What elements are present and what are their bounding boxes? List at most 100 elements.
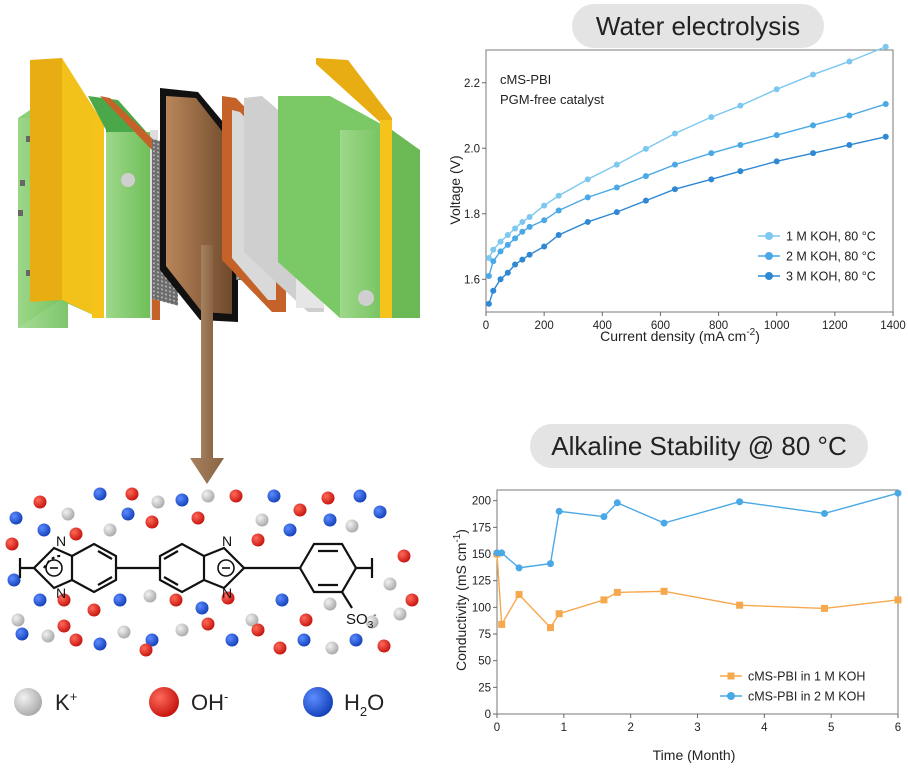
hydroxide-ion-icon xyxy=(5,537,19,551)
water-molecule-icon xyxy=(195,601,209,615)
data-point xyxy=(736,601,744,609)
data-point xyxy=(519,218,526,225)
data-point xyxy=(490,258,497,265)
hydroxide-ion-icon xyxy=(57,593,71,607)
data-point xyxy=(546,624,554,632)
data-point xyxy=(882,43,889,50)
data-point xyxy=(671,130,678,137)
hydroxide-ion-icon xyxy=(405,593,419,607)
hydroxide-ion-icon xyxy=(299,613,313,627)
legend-swatch xyxy=(765,252,773,260)
potassium-ion-icon xyxy=(61,507,75,521)
data-point xyxy=(660,519,668,527)
left-end-plate xyxy=(18,58,104,328)
potassium-ion-icon xyxy=(325,641,339,655)
x-tick-label: 0 xyxy=(483,320,489,332)
legend-label: cMS-PBI in 2 M KOH xyxy=(748,690,865,704)
x-tick-label: 4 xyxy=(761,722,768,734)
hydroxide-ion-icon xyxy=(201,617,215,631)
data-point xyxy=(584,194,591,201)
data-point xyxy=(504,269,511,276)
data-point xyxy=(555,507,563,515)
x-tick-label: 600 xyxy=(651,320,670,332)
potassium-ion-icon xyxy=(41,629,55,643)
y-tick-label: 100 xyxy=(472,602,491,614)
legend-label: 3 M KOH, 80 °C xyxy=(786,270,876,284)
data-point xyxy=(555,192,562,199)
potassium-ion-icon xyxy=(383,577,397,591)
hydroxide-ion-label: OH- xyxy=(191,689,228,715)
chart-series xyxy=(485,43,889,307)
data-point xyxy=(498,549,506,557)
data-point xyxy=(660,587,668,595)
negative-charge-icon xyxy=(45,559,235,577)
data-point xyxy=(498,620,506,628)
water-molecule-icon xyxy=(283,523,297,537)
series-line xyxy=(497,492,899,569)
hydroxide-ion-icon xyxy=(221,591,235,605)
y-tick-label: 150 xyxy=(472,549,491,561)
y-tick-label: 175 xyxy=(472,522,491,534)
data-point xyxy=(485,300,492,307)
water-molecule-icon xyxy=(93,637,107,651)
potassium-ion-icon xyxy=(323,597,337,611)
chart-annotation: cMS-PBI xyxy=(500,72,551,87)
data-point xyxy=(519,228,526,235)
potassium-ion-icon xyxy=(14,688,42,716)
hydroxide-ion-icon xyxy=(273,641,287,655)
water-molecule-icon xyxy=(323,513,337,527)
data-point xyxy=(526,214,533,221)
x-axis-title: Time (Month) xyxy=(653,747,736,763)
data-point xyxy=(642,145,649,152)
hydroxide-ion-icon xyxy=(377,639,391,653)
data-point xyxy=(613,184,620,191)
data-point xyxy=(490,287,497,294)
data-point xyxy=(820,604,828,612)
y-tick-label: 25 xyxy=(478,682,491,694)
data-point xyxy=(820,509,828,517)
hydroxide-ion-icon xyxy=(125,487,139,501)
data-point xyxy=(541,243,548,250)
data-point xyxy=(555,610,563,618)
hydroxide-ion-icon xyxy=(69,527,83,541)
legend-label: 2 M KOH, 80 °C xyxy=(786,250,876,264)
hydroxide-ion-icon xyxy=(149,687,179,717)
hydroxide-ion-icon xyxy=(321,491,335,505)
potassium-ion-icon xyxy=(365,615,379,629)
data-point xyxy=(613,161,620,168)
data-point xyxy=(515,591,523,599)
potassium-ion-label: K+ xyxy=(55,689,77,715)
water-molecule-icon xyxy=(37,523,51,537)
data-point xyxy=(613,499,621,507)
potassium-ion-icon xyxy=(393,607,407,621)
data-point xyxy=(512,261,519,268)
x-tick-label: 800 xyxy=(709,320,728,332)
water-molecule-icon xyxy=(349,633,363,647)
data-point xyxy=(485,272,492,279)
potassium-ion-icon xyxy=(255,513,269,527)
x-tick-label: 0 xyxy=(494,722,500,734)
potassium-ion-icon xyxy=(103,523,117,537)
x-tick-label: 1200 xyxy=(822,320,848,332)
x-tick-label: 2 xyxy=(627,722,633,734)
data-point xyxy=(497,238,504,245)
x-tick-label: 400 xyxy=(593,320,612,332)
legend-swatch xyxy=(765,272,773,280)
potassium-ion-icon xyxy=(151,495,165,509)
data-point xyxy=(613,209,620,216)
data-point xyxy=(708,114,715,121)
data-point xyxy=(773,86,780,93)
water-molecule-icon xyxy=(303,687,333,717)
data-point xyxy=(810,71,817,78)
y-axis-title: Voltage (V) xyxy=(447,155,463,224)
data-point xyxy=(846,141,853,148)
water-molecule-label: H2O xyxy=(344,690,384,719)
potassium-ion-icon xyxy=(245,613,259,627)
polymer-structure xyxy=(18,542,374,609)
x-axis-title: Current density (mA cm-2) xyxy=(600,327,760,344)
data-point xyxy=(485,254,492,261)
data-point xyxy=(846,58,853,65)
x-tick-label: 1 xyxy=(561,722,567,734)
